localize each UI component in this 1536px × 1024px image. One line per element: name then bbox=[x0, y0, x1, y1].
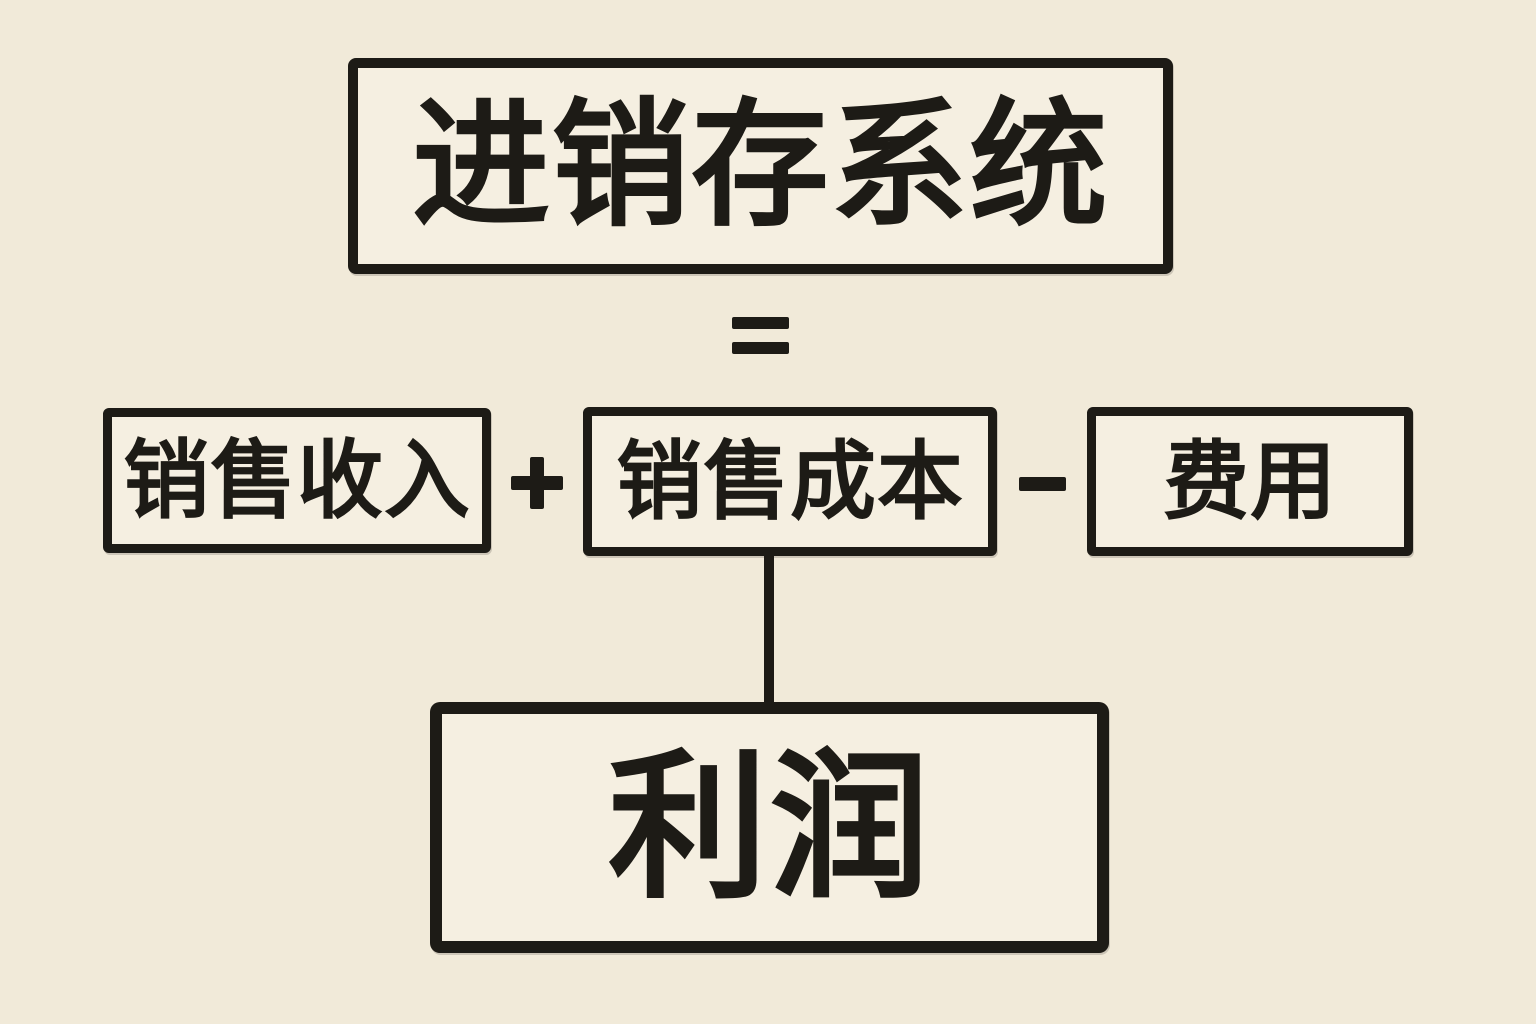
title-label: 进销存系统 bbox=[412, 85, 1109, 246]
revenue-label: 销售收入 bbox=[123, 430, 471, 531]
equals-top-bar bbox=[732, 317, 789, 329]
expenses-label: 费用 bbox=[1163, 431, 1337, 532]
expenses-box: 费用 bbox=[1087, 407, 1413, 556]
revenue-box: 销售收入 bbox=[103, 408, 491, 553]
equals-bottom-bar bbox=[732, 342, 789, 354]
profit-box: 利润 bbox=[430, 702, 1109, 953]
connector-line bbox=[764, 550, 774, 708]
cost-box: 销售成本 bbox=[583, 407, 997, 556]
plus-vertical-bar bbox=[530, 457, 544, 509]
title-box: 进销存系统 bbox=[348, 58, 1173, 274]
minus-bar bbox=[1019, 477, 1066, 491]
cost-label: 销售成本 bbox=[616, 431, 964, 532]
equals-icon bbox=[732, 317, 789, 354]
plus-icon bbox=[511, 457, 563, 509]
profit-label: 利润 bbox=[607, 733, 932, 921]
minus-icon bbox=[1019, 477, 1066, 491]
